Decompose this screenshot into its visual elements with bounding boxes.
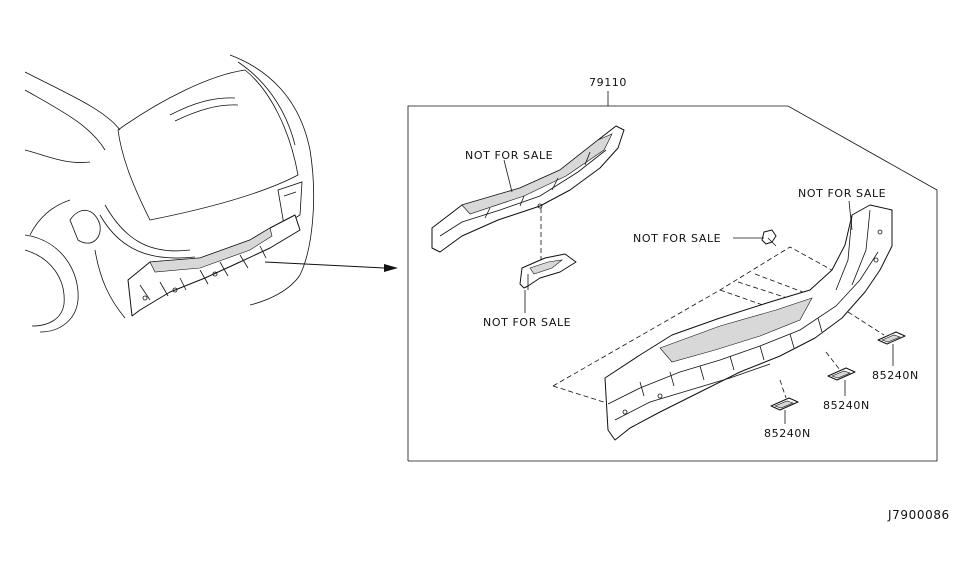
callout-upper-reinforcement: NOT FOR SALE (465, 149, 553, 162)
callout-clip: NOT FOR SALE (633, 232, 721, 245)
fastener-label-2: 85240N (823, 399, 870, 412)
clip-part (761, 229, 777, 247)
vehicle-rear-illustration (24, 54, 315, 333)
fastener-part-3 (770, 397, 799, 411)
callout-bracket: NOT FOR SALE (483, 316, 571, 329)
rear-panel-part (604, 204, 893, 441)
assembly-label: 79110 (589, 76, 627, 89)
fastener-part-1 (877, 331, 906, 345)
detail-frame: 79110 (407, 76, 938, 462)
upper-reinforcement-part (431, 125, 625, 253)
direction-arrow (264, 261, 398, 272)
fastener-label-1: 85240N (872, 369, 919, 382)
bracket-part (519, 253, 577, 290)
fastener-part-2 (827, 367, 856, 381)
callout-side-panel: NOT FOR SALE (798, 187, 886, 200)
fastener-label-3: 85240N (764, 427, 811, 440)
diagram-id: J7900086 (887, 508, 950, 522)
